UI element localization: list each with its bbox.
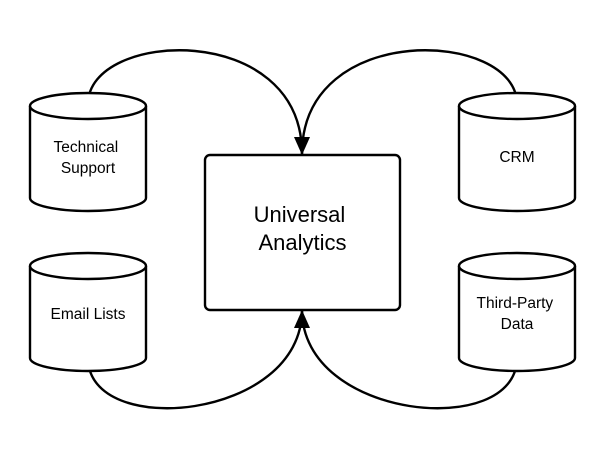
database-technical-support: Technical Support <box>28 91 148 213</box>
database-label: Email Lists <box>51 306 126 323</box>
arrowhead-top <box>294 137 310 155</box>
connector-crm <box>300 49 519 155</box>
database-email-lists: Email Lists <box>28 251 148 373</box>
connector-third-party-data <box>300 309 519 410</box>
center-label: Universal Analytics <box>254 202 352 255</box>
universal-analytics-node <box>203 153 402 312</box>
database-label: Third-Party Data <box>477 295 558 333</box>
database-label: CRM <box>499 149 534 166</box>
connector-technical-support <box>86 49 304 155</box>
database-third-party-data: Third-Party Data <box>457 251 577 373</box>
connector-email-lists <box>86 309 304 410</box>
database-label: Technical Support <box>54 139 123 177</box>
database-crm: CRM <box>457 91 577 213</box>
arrowhead-bottom <box>294 310 310 328</box>
